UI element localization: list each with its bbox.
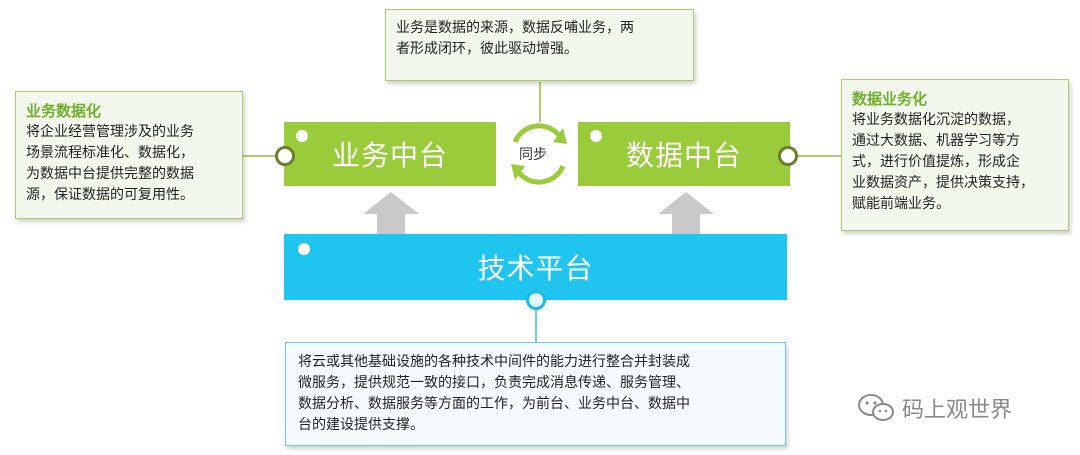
left-connector-node-icon (275, 146, 295, 166)
block-dot-icon (296, 130, 308, 142)
wechat-icon (858, 394, 894, 421)
top-note-line: 业务是数据的来源，数据反哺业务，两 (396, 20, 634, 36)
bottom-connector-node-icon (526, 290, 546, 310)
left-note-line: 为数据中台提供完整的数据 (26, 166, 194, 182)
right-connector-line (797, 155, 841, 157)
block-dot-icon (298, 243, 310, 255)
sync-cycle: 同步 (503, 120, 575, 188)
sync-cycle-icon (511, 123, 567, 185)
bottom-note: 将云或其他基础设施的各种技术中间件的能力进行整合并封装成 微服务，提供规范一致的… (285, 342, 786, 446)
up-arrow-icon (363, 192, 419, 234)
right-note-title: 数据业务化 (852, 90, 928, 108)
bottom-note-line: 微服务，提供规范一致的接口，负责完成消息传递、服务管理、 (298, 375, 690, 391)
left-note-line: 源，保证数据的可复用性。 (26, 187, 194, 203)
right-note: 数据业务化 将业务数据化沉淀的数据， 通过大数据、机器学习等方 式，进行价值提炼… (841, 79, 1069, 231)
business-block-label: 业务中台 (331, 139, 448, 172)
right-note-line: 通过大数据、机器学习等方 (852, 133, 1020, 149)
top-note-line: 者形成闭环，彼此驱动增强。 (396, 41, 578, 57)
block-dot-icon (590, 130, 602, 142)
bottom-note-line: 台的建设提供支撑。 (298, 417, 424, 433)
right-note-line: 业数据资产，提供决策支持， (852, 175, 1034, 191)
left-note-line: 将企业经营管理涉及的业务 (26, 124, 194, 140)
bottom-note-line: 将云或其他基础设施的各种技术中间件的能力进行整合并封装成 (298, 354, 690, 370)
data-block-label: 数据中台 (625, 139, 742, 172)
watermark: 码上观世界 (856, 390, 1056, 426)
right-note-line: 赋能前端业务。 (852, 196, 950, 212)
left-connector-line (243, 155, 277, 157)
tech-platform-block: 技术平台 (284, 234, 787, 300)
left-note: 业务数据化 将企业经营管理涉及的业务 场景流程标准化、数据化， 为数据中台提供完… (15, 91, 243, 219)
data-middle-platform-block: 数据中台 (578, 122, 790, 186)
business-middle-platform-block: 业务中台 (284, 122, 496, 186)
right-note-line: 式，进行价值提炼，形成企 (852, 154, 1020, 170)
top-connector-line (539, 82, 541, 122)
top-note: 业务是数据的来源，数据反哺业务，两 者形成闭环，彼此驱动增强。 (385, 9, 694, 81)
left-note-title: 业务数据化 (26, 102, 102, 120)
bottom-note-line: 数据分析、数据服务等方面的工作，为前台、业务中台、数据中 (298, 396, 690, 412)
right-connector-node-icon (778, 146, 798, 166)
watermark-text: 码上观世界 (902, 398, 1013, 423)
tech-block-label: 技术平台 (477, 252, 594, 285)
bottom-connector-line (535, 305, 537, 342)
left-note-line: 场景流程标准化、数据化， (26, 145, 194, 161)
up-arrow-icon (658, 192, 714, 234)
sync-label: 同步 (519, 147, 547, 163)
right-note-line: 将业务数据化沉淀的数据， (852, 112, 1020, 128)
